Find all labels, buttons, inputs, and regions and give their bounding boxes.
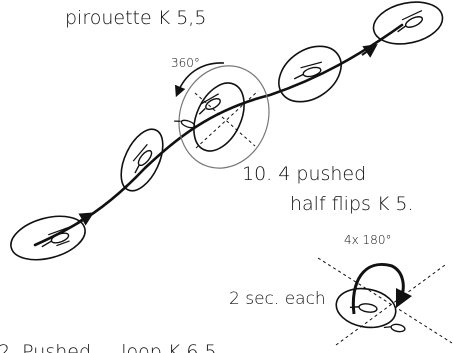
helicopter-icon bbox=[349, 303, 378, 313]
seconds-each-label: 2 sec. each bbox=[229, 289, 326, 309]
helicopter-icon bbox=[293, 61, 322, 80]
helicopter-icon bbox=[174, 119, 196, 129]
helicopter-icon bbox=[383, 323, 406, 333]
helicopter-icon bbox=[198, 93, 221, 115]
flip-count-label: 4x 180° bbox=[344, 233, 391, 247]
rotation-arrow bbox=[174, 62, 225, 98]
helicopter-icon bbox=[41, 226, 70, 248]
rotation-360-label: 360° bbox=[171, 56, 200, 70]
flight-path-arrow bbox=[361, 43, 378, 58]
helicopter-icon bbox=[397, 10, 424, 33]
flip-detail bbox=[317, 257, 453, 346]
pushed-label-line1: 10. 4 pushed bbox=[242, 163, 366, 185]
helicopter-station-4 bbox=[278, 45, 342, 103]
helicopter-station-2 bbox=[120, 128, 164, 192]
helicopter-station-3 bbox=[174, 62, 270, 169]
pushed-label-line2: half flips K 5. bbox=[290, 193, 414, 215]
flip-rotation-arrow bbox=[351, 263, 413, 315]
bottom-cut-label: 2. Pushed ... loop K 6,5 bbox=[0, 341, 217, 353]
helicopter-station-5 bbox=[372, 1, 444, 45]
rotation-ring bbox=[178, 65, 270, 169]
helicopter-icon bbox=[132, 143, 153, 174]
helicopter-station-1 bbox=[10, 215, 86, 261]
pirouette-label: pirouette K 5,5 bbox=[65, 7, 206, 29]
